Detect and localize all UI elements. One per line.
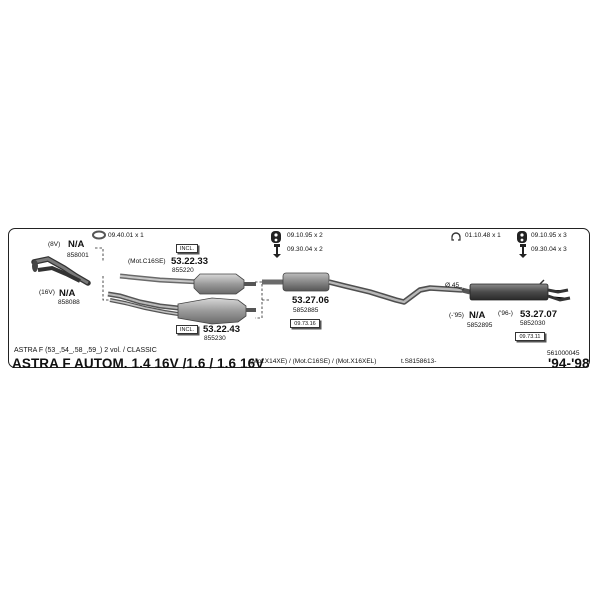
engine-codes: (Mot.X14XE) / (Mot.C16SE) / (Mot.X16XEL) (250, 358, 377, 365)
catalyst1-engine: (Mot.C16SE) (128, 258, 166, 265)
connector-lines (95, 247, 270, 319)
rear2-variant: ('96-) (498, 310, 513, 317)
vehicle-title: ASTRA F AUTOM. 1.4 16V /1.6 / 1.6 16V (12, 356, 265, 371)
catalyst1-code: 53.22.33 (171, 256, 208, 267)
part1-oe: 858001 (67, 252, 89, 259)
rubber-hanger-icon (517, 231, 527, 243)
hanger-label-b: 09.10.95 x 3 (531, 232, 567, 239)
diagram-frame (8, 228, 590, 368)
middle-silencer (262, 272, 463, 305)
serial-number: t.S8158613- (401, 358, 437, 365)
part1-variant: (8V) (48, 241, 61, 248)
part2-oe: 858088 (58, 299, 80, 306)
clamp-label: 09.40.01 x 1 (108, 232, 144, 239)
incl-box: INCL. (176, 325, 198, 334)
middle-silencer-oe: 5852885 (293, 307, 319, 314)
rear2-code: 53.27.07 (520, 309, 557, 320)
part2-code: N/A (59, 288, 76, 299)
hardware-kit-box: 09.73.16 (290, 319, 320, 328)
leader-line (453, 286, 465, 291)
bolt-icon (273, 244, 281, 258)
gasket-icon (451, 232, 461, 241)
catalyst1-oe: 855220 (172, 267, 194, 274)
middle-silencer-code: 53.27.06 (292, 295, 329, 306)
bolt-label-b: 09.30.04 x 3 (531, 246, 567, 253)
rear2-oe: 5852030 (520, 320, 546, 327)
bolt-label-a: 09.30.04 x 2 (287, 246, 323, 253)
diameter-label: Ø 45 (445, 282, 460, 289)
model-years: '94-'98 (548, 356, 590, 371)
hanger-label-a: 09.10.95 x 2 (287, 232, 323, 239)
part1-code: N/A (68, 239, 85, 250)
rear1-variant: (-'95) (449, 312, 464, 319)
catalyst-upper (119, 273, 256, 295)
catalyst-lower (177, 297, 256, 325)
incl-box: INCL. (176, 244, 198, 253)
rear1-code: N/A (469, 310, 486, 321)
front-pipe-16v (107, 291, 179, 316)
rubber-hanger-icon (271, 231, 281, 243)
doc-number: 561000045 (547, 350, 580, 357)
clamp-icon (92, 230, 106, 240)
front-pipe-8v (31, 256, 91, 286)
gasket-label: 01.10.48 x 1 (465, 232, 501, 239)
bolt-icon (519, 244, 527, 258)
model-line: ASTRA F (53_,54_,58_,59_) 2 vol. / CLASS… (14, 347, 157, 354)
part2-variant: (16V) (39, 289, 55, 296)
rear-silencer (461, 279, 571, 302)
catalyst2-oe: 855230 (204, 335, 226, 342)
rear1-oe: 5852895 (467, 322, 493, 329)
catalyst2-code: 53.22.43 (203, 324, 240, 335)
hardware-kit-box: 09.73.11 (515, 332, 545, 341)
